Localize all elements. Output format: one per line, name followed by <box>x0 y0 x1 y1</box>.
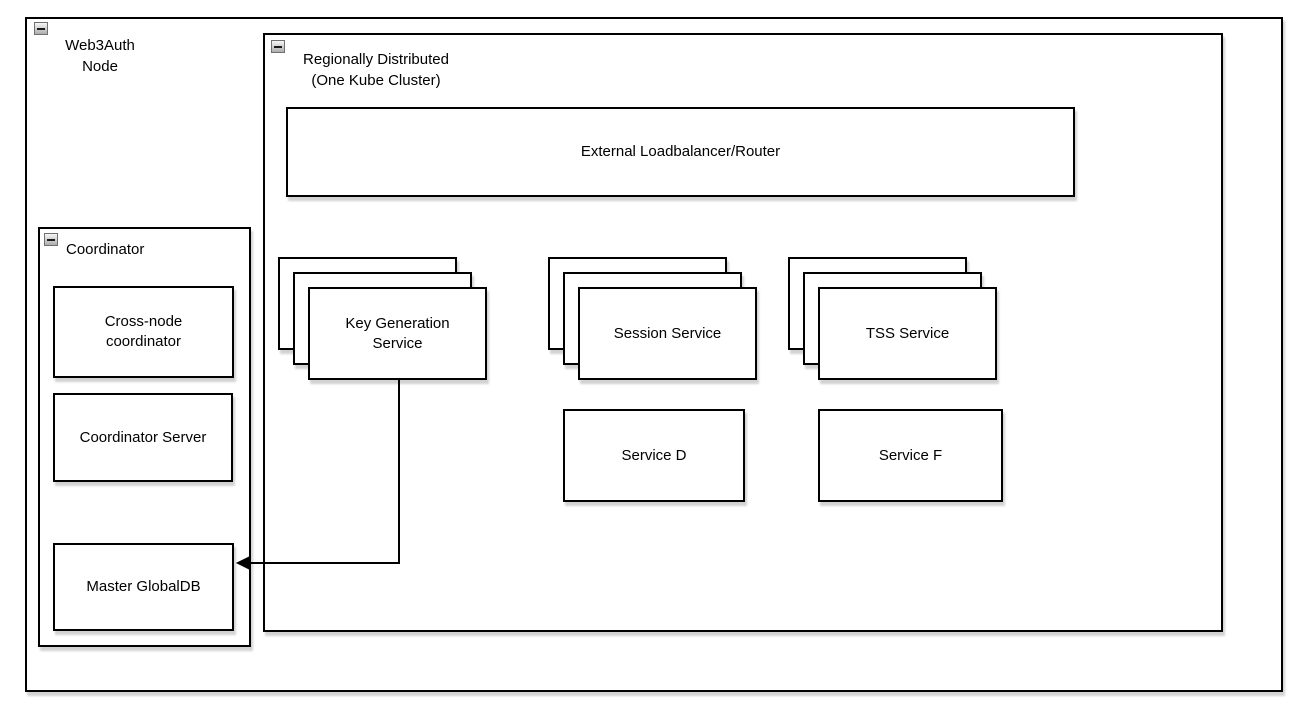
node-label-service-f: Service F <box>878 446 943 464</box>
collapse-icon[interactable] <box>271 40 285 53</box>
node-service-d[interactable]: Service D <box>563 409 745 502</box>
node-label-tss-service: TSS Service <box>865 324 950 342</box>
collapse-icon[interactable] <box>44 233 58 246</box>
stack-layer-front[interactable]: Session Service <box>578 287 757 380</box>
container-label-coordinator: Coordinator <box>66 241 145 258</box>
container-label-web3auth-node: Web3Auth Node <box>65 37 135 75</box>
minus-glyph <box>47 238 55 241</box>
minus-glyph <box>37 27 45 30</box>
stack-layer-front[interactable]: Key Generation Service <box>308 287 487 380</box>
node-session-service-stack[interactable]: Session Service <box>548 257 757 380</box>
node-label-key-generation-service: Key Generation Service <box>345 314 450 352</box>
node-external-loadbalancer[interactable]: External Loadbalancer/Router <box>286 107 1075 197</box>
node-key-generation-service-stack[interactable]: Key Generation Service <box>278 257 487 380</box>
container-regionally-distributed[interactable]: Regionally Distributed (One Kube Cluster… <box>263 33 1223 632</box>
node-coordinator-server[interactable]: Coordinator Server <box>53 393 233 482</box>
node-label-master-globaldb: Master GlobalDB <box>86 578 201 595</box>
node-label-service-d: Service D <box>621 446 687 464</box>
node-cross-node-coordinator[interactable]: Cross-node coordinator <box>53 286 234 378</box>
node-tss-service-stack[interactable]: TSS Service <box>788 257 997 380</box>
collapse-icon[interactable] <box>34 22 48 35</box>
node-master-globaldb[interactable]: Master GlobalDB <box>53 543 234 631</box>
node-label-cross-node-coordinator: Cross-node coordinator <box>104 313 183 350</box>
stack-layer-front[interactable]: TSS Service <box>818 287 997 380</box>
node-label-coordinator-server: Coordinator Server <box>79 428 207 446</box>
minus-glyph <box>274 45 282 48</box>
node-label-session-service: Session Service <box>613 324 722 342</box>
container-coordinator[interactable]: Coordinator Cross-node coordinator Coord… <box>38 227 251 647</box>
node-label-external-loadbalancer: External Loadbalancer/Router <box>580 143 781 160</box>
container-label-regionally-distributed: Regionally Distributed (One Kube Cluster… <box>303 51 449 89</box>
node-service-f[interactable]: Service F <box>818 409 1003 502</box>
